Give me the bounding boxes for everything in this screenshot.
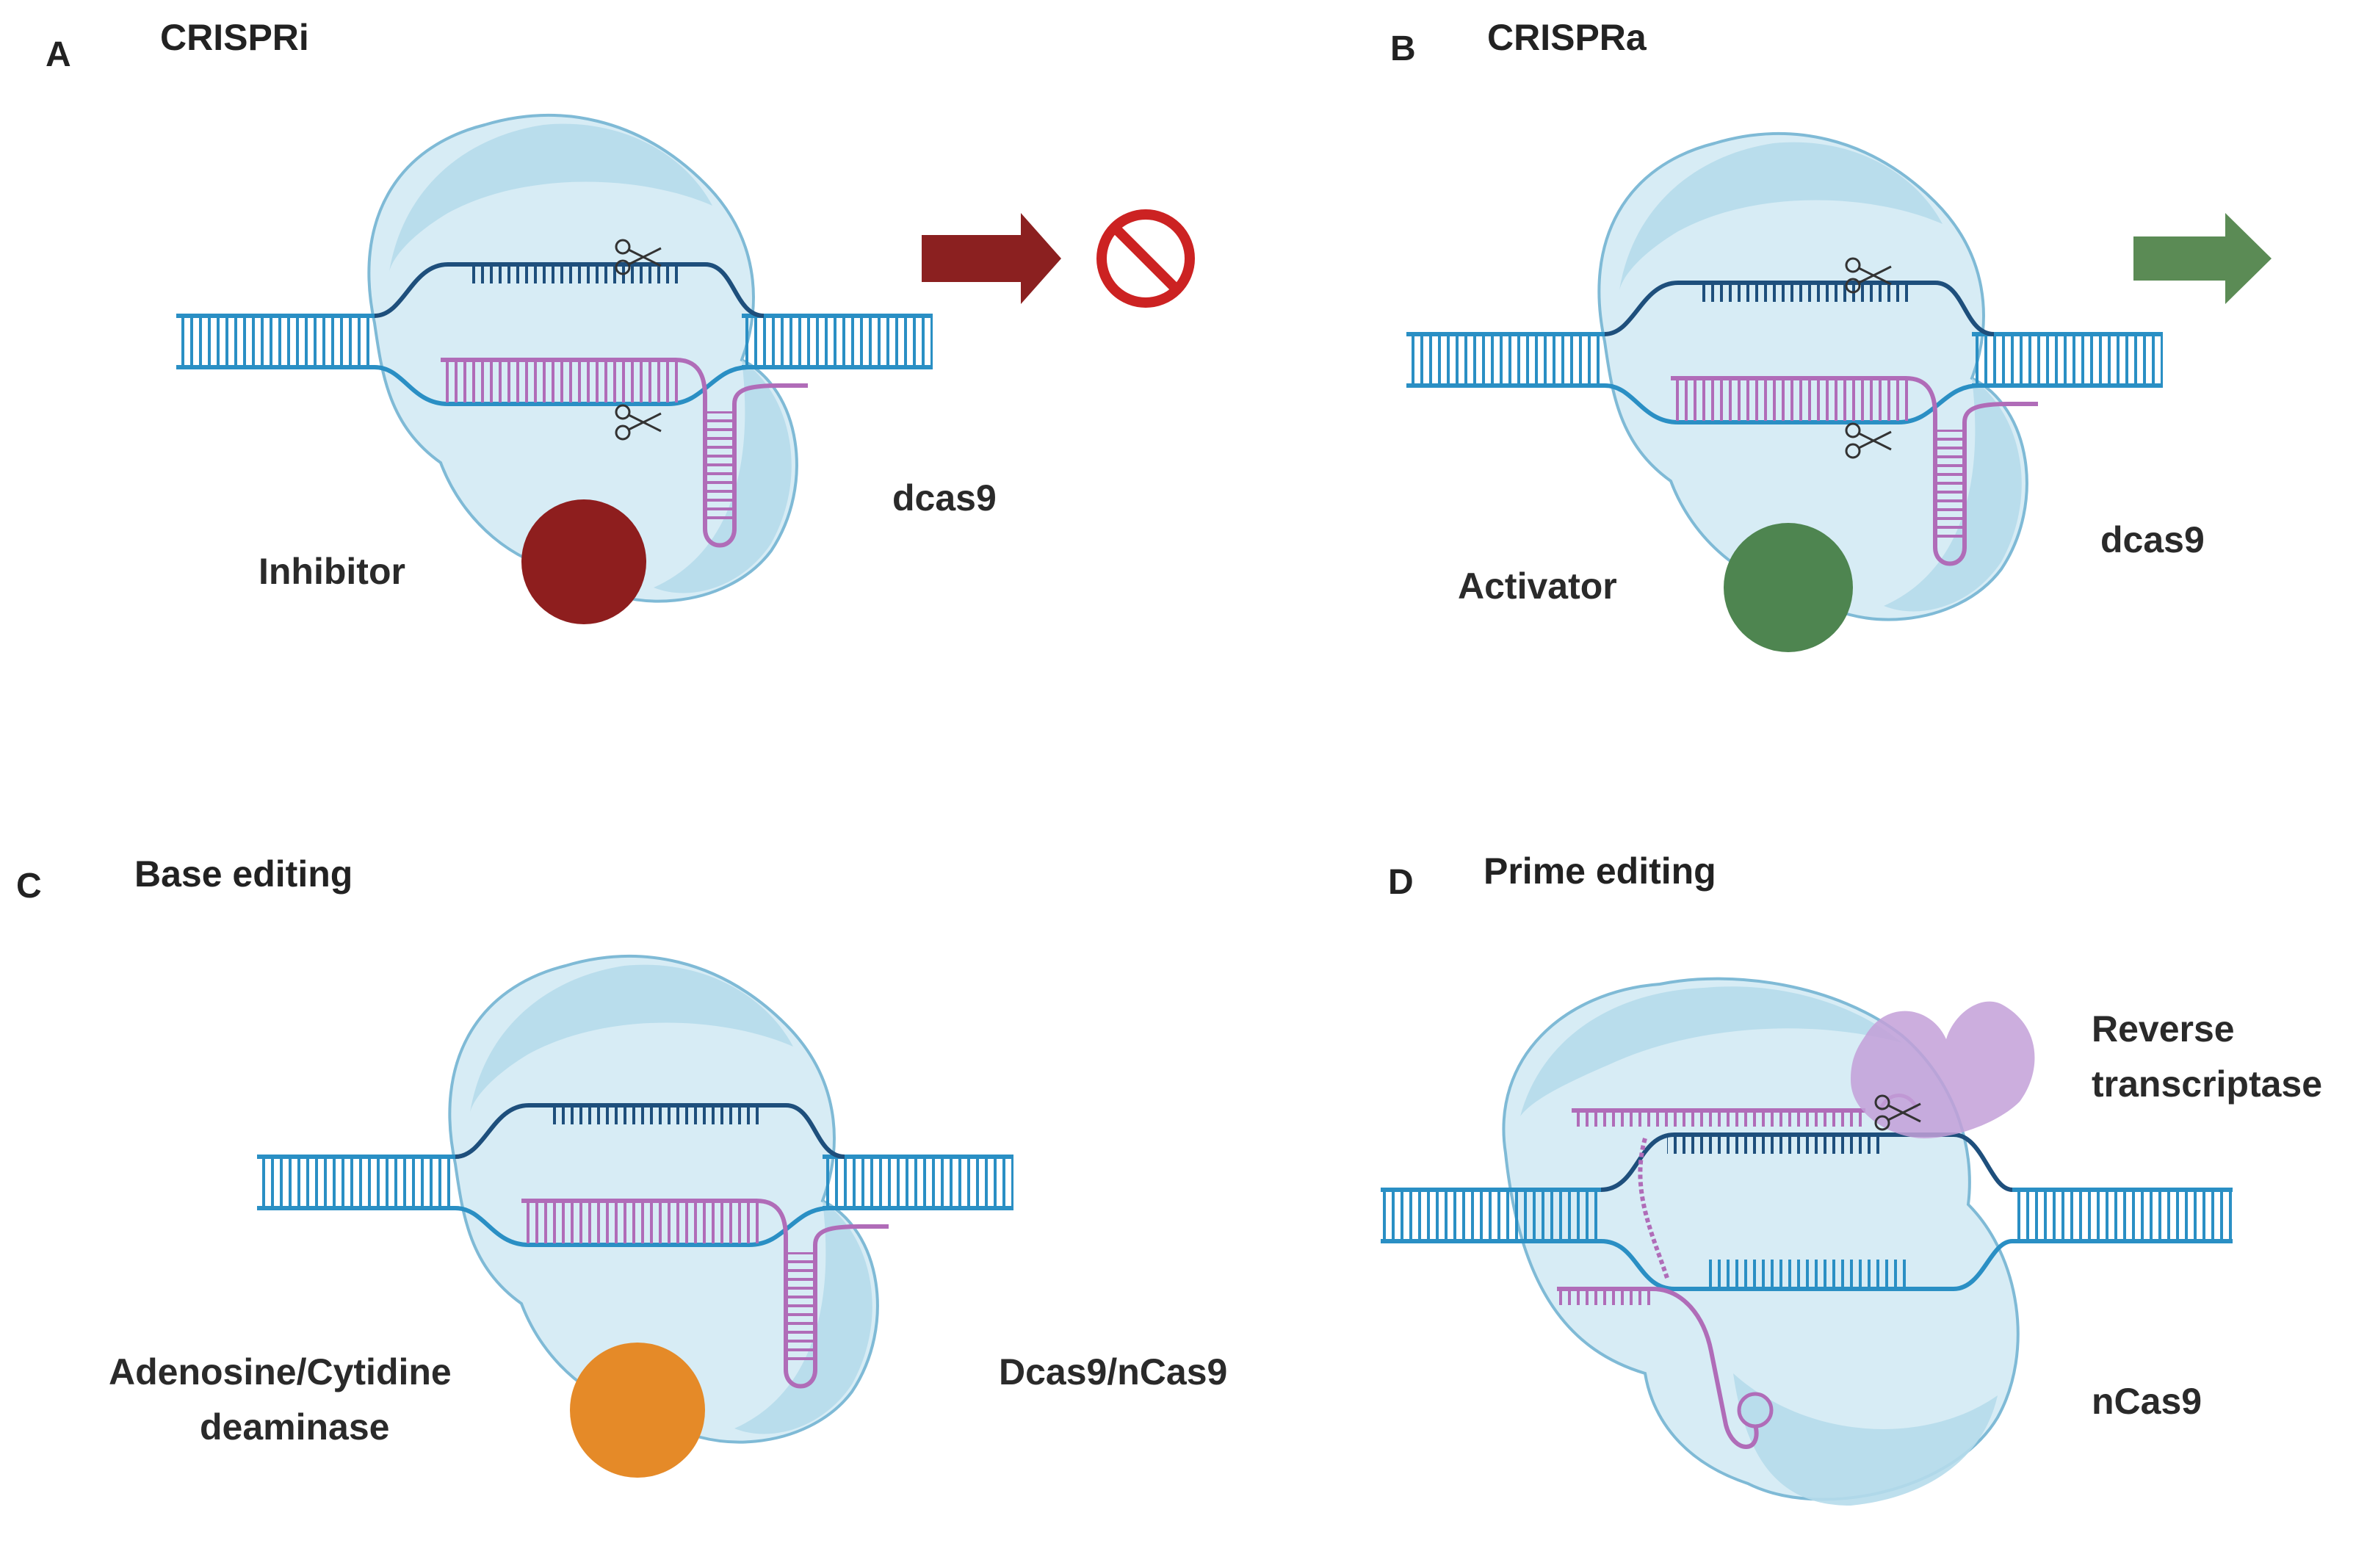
- deaminase-label-line2: deaminase: [200, 1406, 389, 1448]
- prohibited-icon: [1096, 209, 1195, 308]
- panel-letter-b: B: [1390, 29, 1416, 68]
- activator-protein: [1724, 523, 1853, 652]
- panel-d: D Prime editing: [1381, 850, 2322, 1506]
- panel-letter-a: A: [46, 35, 71, 74]
- inhibitor-protein: [521, 499, 646, 624]
- panel-title-b: CRISPRa: [1487, 17, 1647, 58]
- panel-title-c: Base editing: [134, 853, 353, 895]
- panel-letter-c: C: [16, 867, 42, 906]
- protein-label-c: Dcas9/nCas9: [999, 1351, 1227, 1392]
- panel-c: C Base editing Adenosine/Cytidine deamin…: [16, 853, 1227, 1478]
- panel-a: A CRISPRi Inhibitor dcas9: [46, 17, 1195, 624]
- reverse-transcriptase-protein: [1851, 1001, 2035, 1138]
- cas9-complex-d: [1381, 977, 2233, 1506]
- deaminase-label-line1: Adenosine/Cytidine: [109, 1351, 452, 1392]
- inhibitor-label: Inhibitor: [259, 551, 405, 592]
- arrow-right-icon: [2133, 213, 2272, 304]
- activator-label: Activator: [1458, 566, 1617, 607]
- arrow-right-icon: [922, 213, 1061, 304]
- protein-label-a: dcas9: [892, 477, 997, 519]
- panel-title-a: CRISPRi: [160, 17, 309, 58]
- deaminase-protein: [570, 1343, 705, 1478]
- reverse-transcriptase-label-line2: transcriptase: [2092, 1063, 2322, 1105]
- protein-label-d: nCas9: [2092, 1381, 2202, 1422]
- panel-title-d: Prime editing: [1484, 850, 1716, 892]
- panel-letter-d: D: [1388, 863, 1414, 902]
- protein-label-b: dcas9: [2100, 519, 2205, 560]
- reverse-transcriptase-label-line1: Reverse: [2092, 1008, 2235, 1049]
- panel-b: B CRISPRa Activator dcas9: [1390, 17, 2272, 652]
